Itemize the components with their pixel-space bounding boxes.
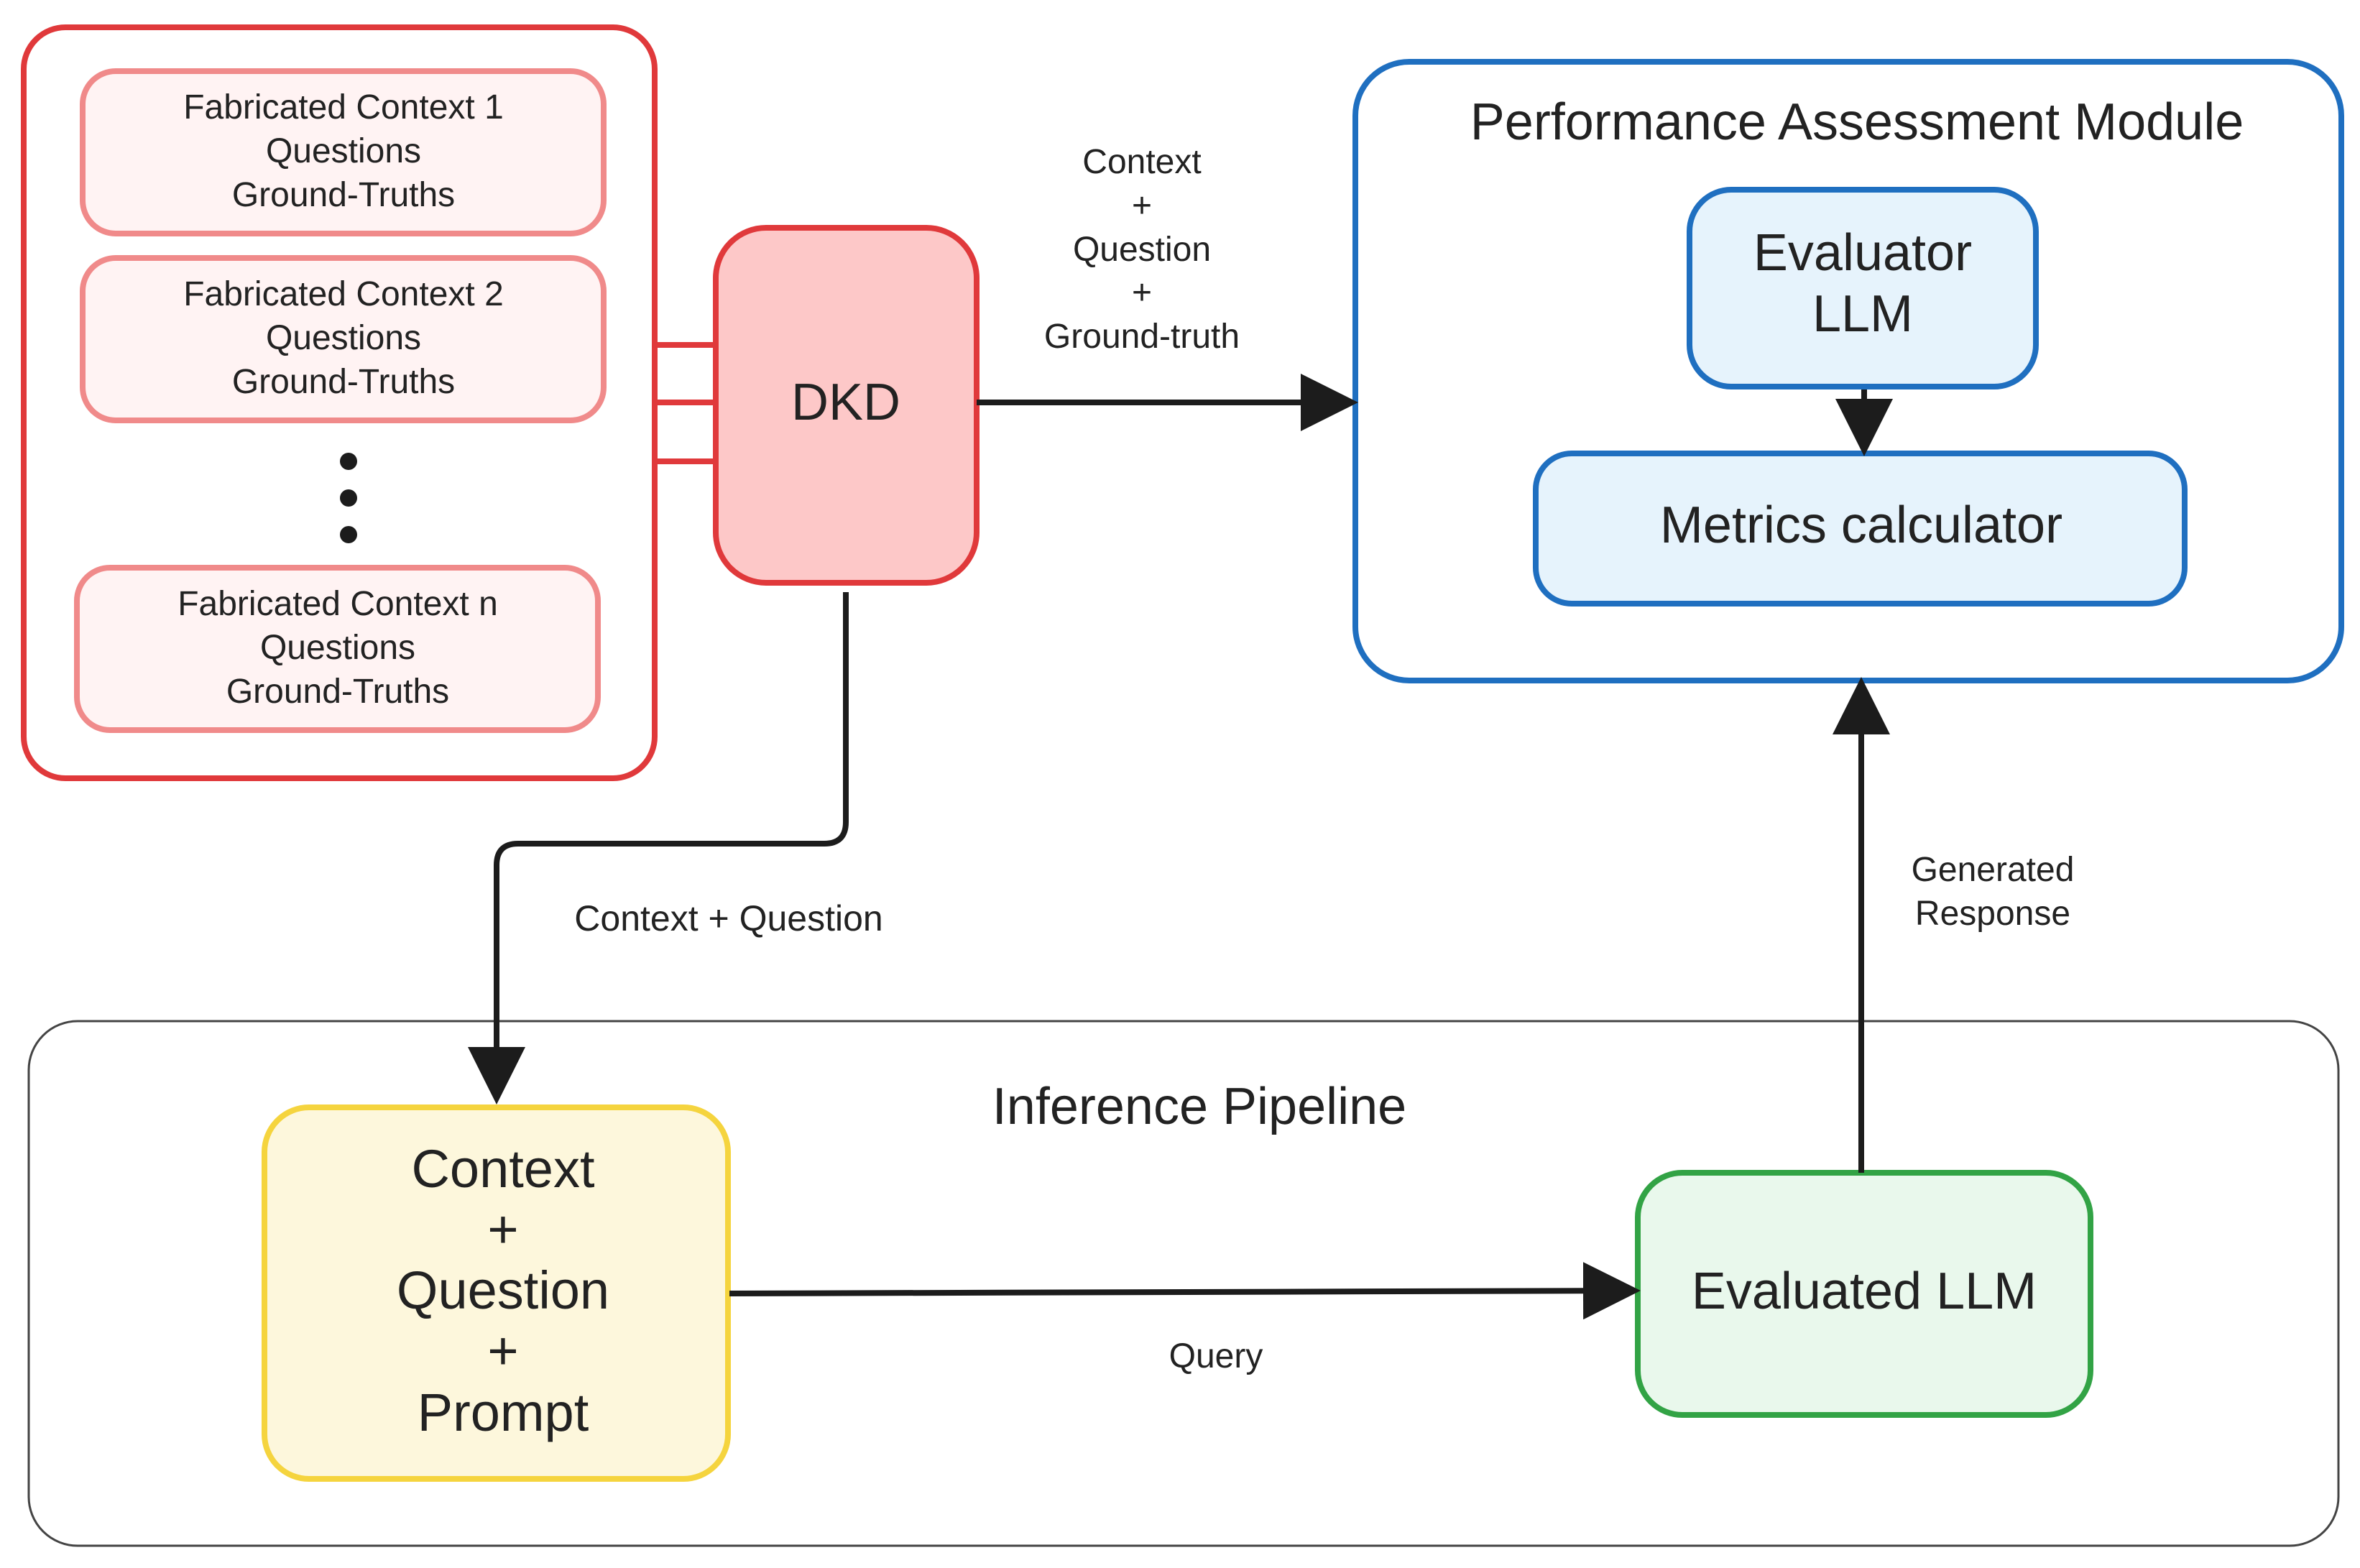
dkd-to-assessment-label-line-4: + <box>1132 274 1152 312</box>
evaluator-llm-node: Evaluator LLM <box>1687 187 2039 389</box>
dataset-container: Fabricated Context 1 Questions Ground-Tr… <box>21 24 658 781</box>
dkd-to-assessment-label-line-5: Ground-truth <box>1044 318 1240 356</box>
dkd-to-pipeline-arrow <box>468 592 849 1104</box>
generated-response-label-line-2: Response <box>1915 895 2070 933</box>
metrics-calculator-node: Metrics calculator <box>1533 451 2188 607</box>
dkd-node: DKD <box>713 225 980 586</box>
evaluator-llm-box <box>1687 187 2039 389</box>
fabricated-context-n-card: Fabricated Context n Questions Ground-Tr… <box>74 565 601 733</box>
edge-dkd-to-pipeline: Context + Question <box>468 592 883 1104</box>
fabricated-context-1-ground-truths: Ground-Truths <box>232 176 455 214</box>
query-label: Query <box>1169 1337 1263 1375</box>
fabricated-context-1-card: Fabricated Context 1 Questions Ground-Tr… <box>80 68 607 236</box>
metrics-calculator-label: Metrics calculator <box>1660 497 2062 554</box>
fabricated-context-2-questions: Questions <box>266 319 421 357</box>
fabricated-context-n-questions: Questions <box>260 629 415 667</box>
dkd-to-pipeline-label: Context + Question <box>574 898 882 939</box>
prompt-line-prompt: Prompt <box>418 1383 589 1442</box>
dkd-to-assessment-label-line-3: Question <box>1073 231 1211 269</box>
fabricated-context-1-title: Fabricated Context 1 <box>183 88 504 126</box>
prompt-node: Context + Question + Prompt <box>262 1104 731 1482</box>
inference-pipeline: Inference Pipeline Context + Question + … <box>27 1020 2340 1547</box>
dkd-to-assessment-label-line-2: + <box>1132 187 1152 225</box>
edge-generated-response: Generated Response <box>1833 677 2075 1173</box>
prompt-line-plus-1: + <box>487 1199 518 1259</box>
evaluator-llm-line-1: Evaluator <box>1753 224 1972 282</box>
ellipsis-dot-1 <box>340 453 357 470</box>
fabricated-context-2-title: Fabricated Context 2 <box>183 275 504 313</box>
evaluator-llm-line-2: LLM <box>1812 285 1913 343</box>
fabricated-context-1-box <box>80 68 607 236</box>
fabricated-context-n-box <box>74 565 601 733</box>
generated-response-label-line-1: Generated <box>1912 851 2075 889</box>
fabricated-context-2-card: Fabricated Context 2 Questions Ground-Tr… <box>80 255 607 423</box>
evaluated-llm-label: Evaluated LLM <box>1692 1263 2037 1320</box>
fabricated-context-1-questions: Questions <box>266 132 421 170</box>
evaluated-llm-node: Evaluated LLM <box>1635 1170 2093 1418</box>
prompt-line-context: Context <box>411 1139 594 1199</box>
ellipsis-dot-3 <box>340 526 357 543</box>
prompt-box <box>262 1104 731 1482</box>
dkd-to-assessment-label-line-1: Context <box>1082 143 1201 181</box>
prompt-line-plus-2: + <box>487 1321 518 1380</box>
ellipsis-dot-2 <box>340 489 357 507</box>
dataset-dkd-connectors <box>655 342 716 464</box>
prompt-line-question: Question <box>397 1260 609 1320</box>
fabricated-context-n-title: Fabricated Context n <box>178 585 498 623</box>
fabricated-context-n-ground-truths: Ground-Truths <box>226 673 449 711</box>
ellipsis-dots <box>340 453 357 543</box>
inference-pipeline-title: Inference Pipeline <box>992 1078 1406 1135</box>
performance-assessment-module: Performance Assessment Module Evaluator … <box>1352 59 2344 683</box>
fabricated-context-2-ground-truths: Ground-Truths <box>232 363 455 401</box>
performance-module-title: Performance Assessment Module <box>1470 93 2244 151</box>
edge-query: Query <box>729 1262 1641 1375</box>
edge-dkd-to-assessment: Context + Question + Ground-truth <box>977 143 1358 431</box>
query-arrow <box>729 1262 1641 1320</box>
fabricated-context-2-box <box>80 255 607 423</box>
dkd-label: DKD <box>791 374 900 431</box>
